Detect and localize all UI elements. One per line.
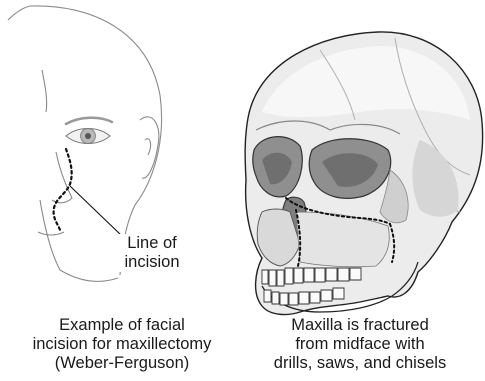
caption-left: Example of facial incision for maxillect… [6, 316, 238, 373]
incision-line [54, 149, 72, 230]
callout-line-2: incision [112, 253, 192, 272]
caption-right: Maxilla is fractured from midface with d… [240, 316, 480, 373]
caption-right-line-1: Maxilla is fractured [240, 316, 480, 335]
caption-right-line-3: drills, saws, and chisels [240, 354, 480, 373]
incision-callout-label: Line of incision [112, 234, 192, 272]
caption-left-line-2: incision for maxillectomy [6, 335, 238, 354]
caption-right-line-2: from midface with [240, 335, 480, 354]
callout-pointer [70, 186, 122, 236]
caption-left-line-1: Example of facial [6, 316, 238, 335]
callout-line-1: Line of [112, 234, 192, 253]
caption-left-line-3: (Weber-Ferguson) [6, 354, 238, 373]
skull-illustration [245, 32, 483, 315]
eye-icon [66, 118, 112, 144]
